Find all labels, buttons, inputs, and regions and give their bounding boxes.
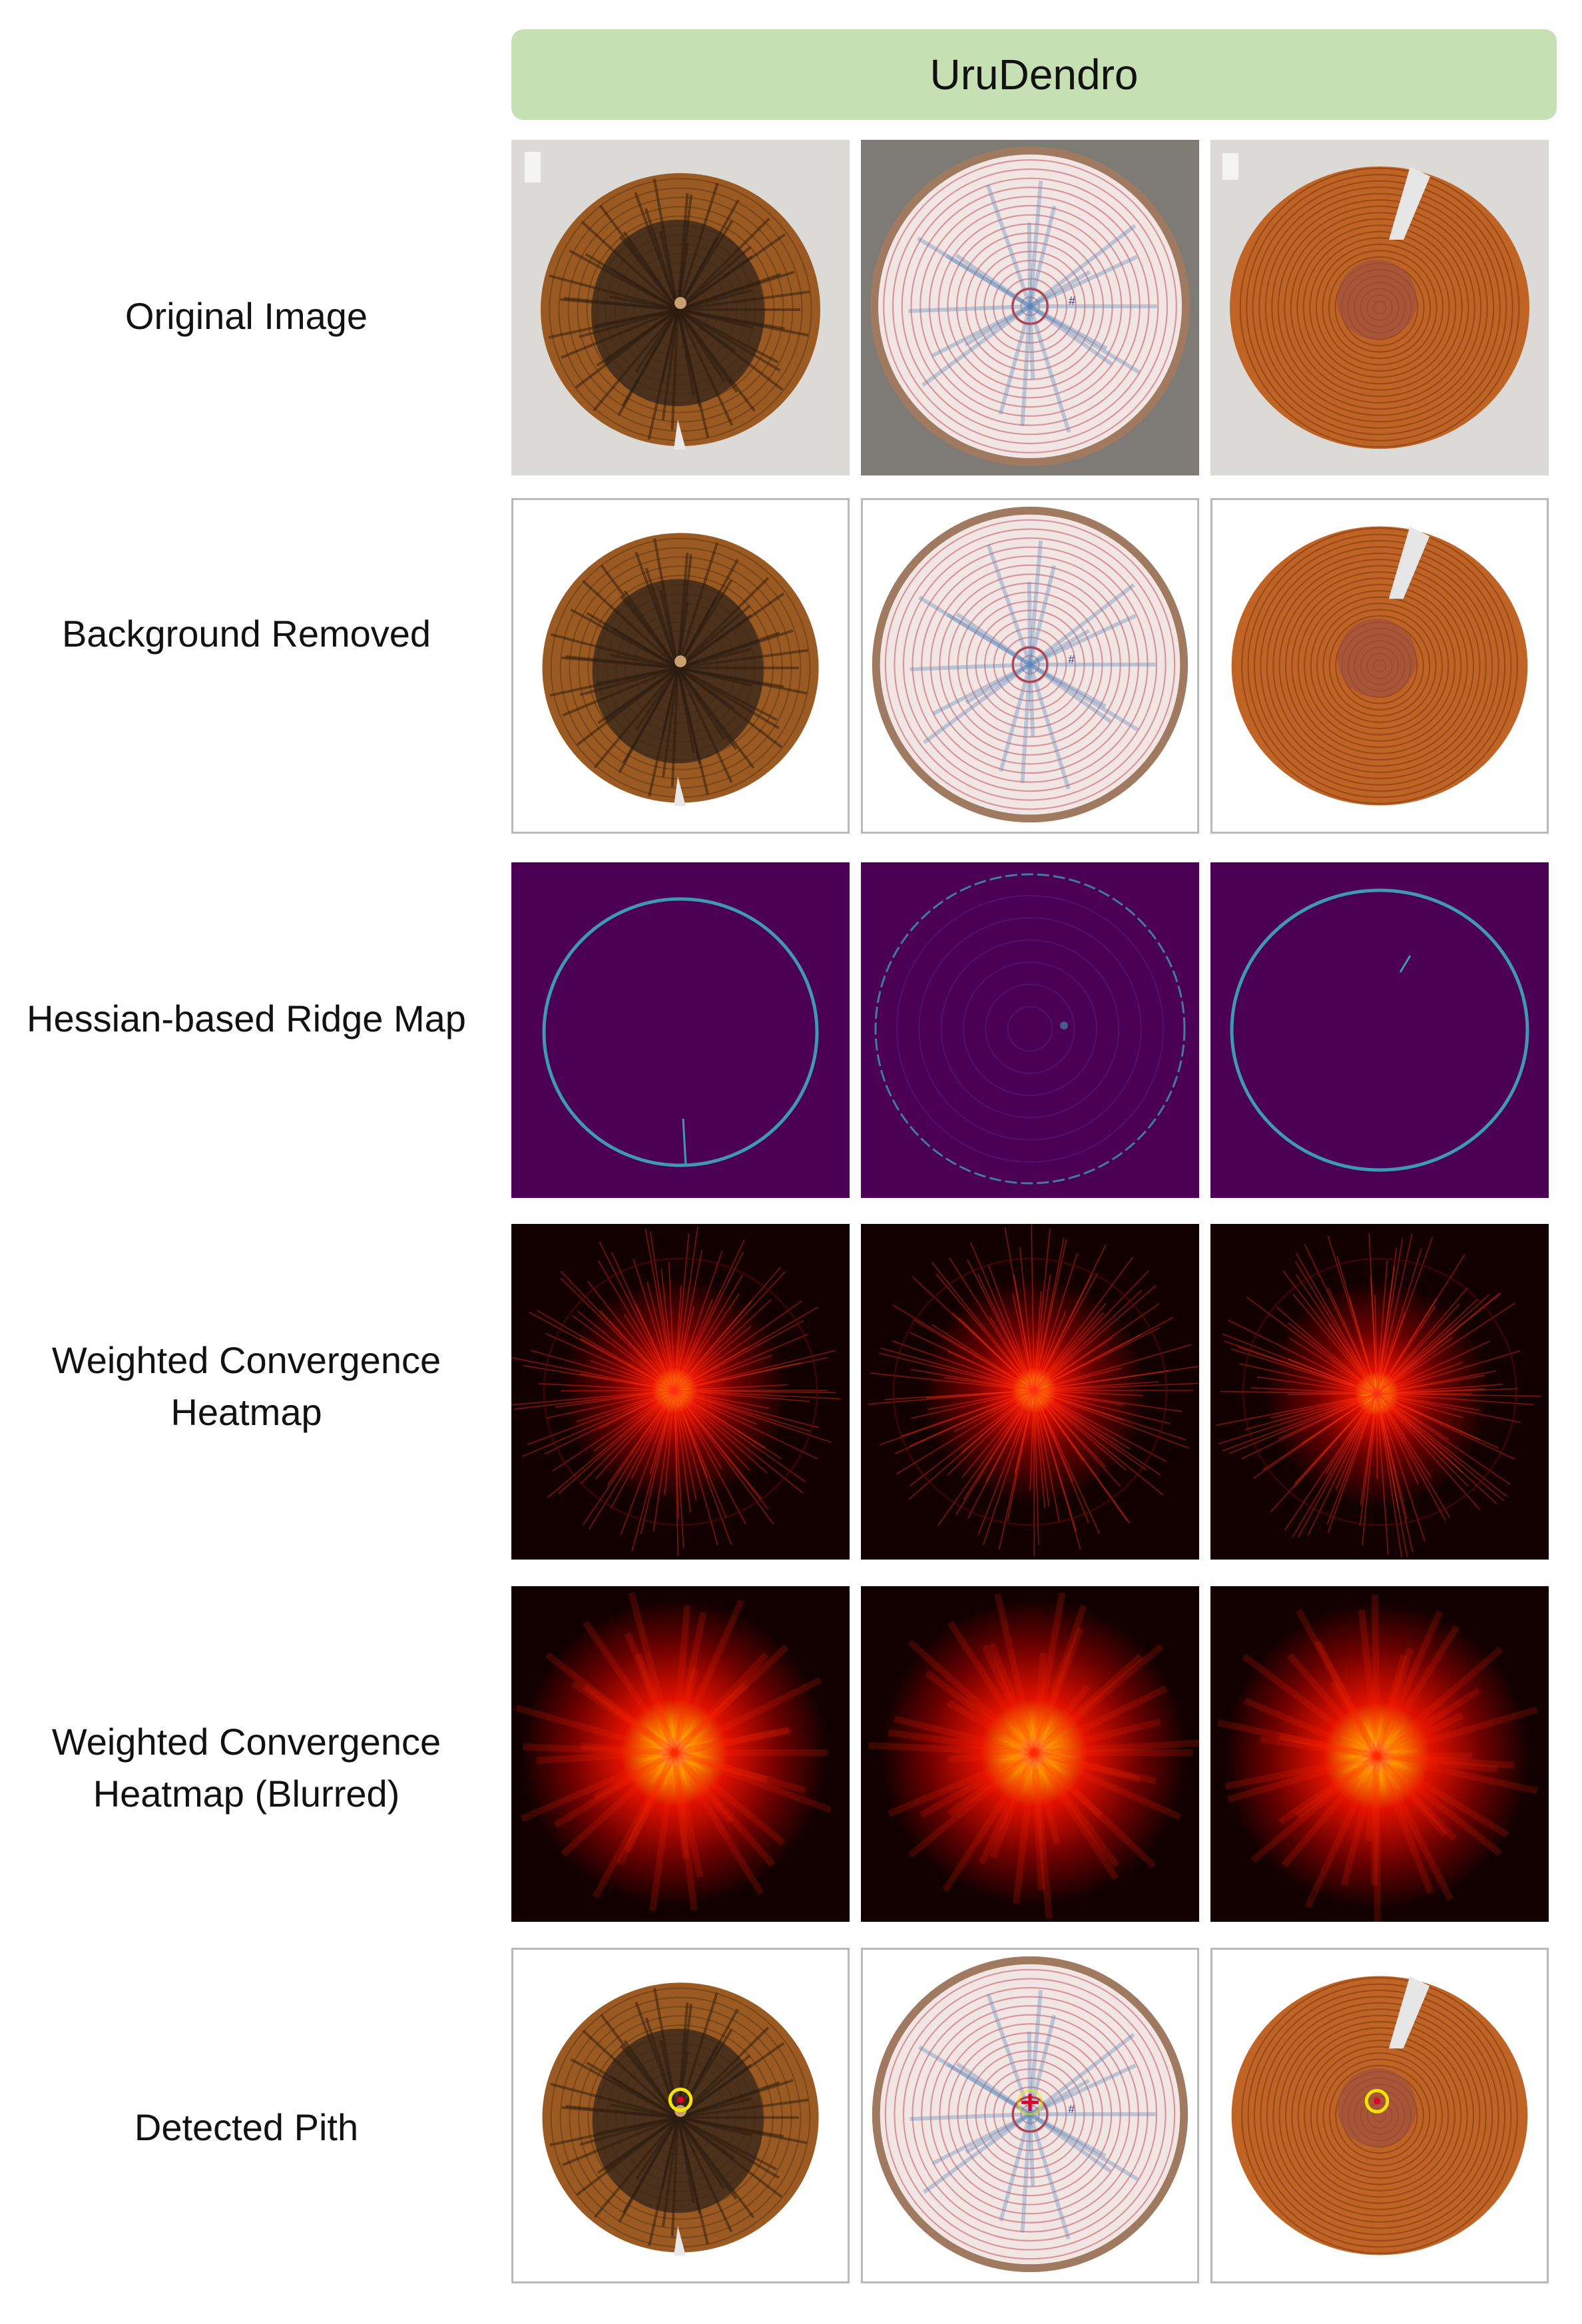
convergence-heatmap-blurred-image xyxy=(511,1586,850,1922)
convergence-heatmap-blurred-image xyxy=(1210,1586,1549,1922)
row-label-original: Original Image xyxy=(125,295,368,337)
convergence-heatmap-blurred-image xyxy=(861,1586,1199,1922)
ridge-map-image xyxy=(1210,862,1549,1198)
convergence-heatmap-sample-3 xyxy=(1210,1224,1549,1560)
original-image-image xyxy=(511,140,850,475)
svg-text:#: # xyxy=(1068,2102,1075,2116)
ridge-map-image xyxy=(861,862,1199,1198)
convergence-heatmap-blurred-sample-3 xyxy=(1210,1586,1549,1922)
detected-pith-sample-2: # xyxy=(861,1948,1199,2283)
row-label-heatmap-blurred: Weighted Convergence Heatmap (Blurred) xyxy=(51,1721,441,1815)
original-image-sample-1 xyxy=(511,140,850,475)
detected-pith-image xyxy=(1212,1950,1547,2281)
original-image-sample-3 xyxy=(1210,140,1549,475)
ridge-map-sample-3 xyxy=(1210,862,1549,1198)
detected-pith-sample-3 xyxy=(1210,1948,1549,2283)
header-title: UruDendro xyxy=(929,51,1139,99)
ridge-map-sample-2 xyxy=(861,862,1199,1198)
svg-text:#: # xyxy=(1069,294,1075,308)
background-removed-sample-3 xyxy=(1210,498,1549,834)
row-label-background-removed: Background Removed xyxy=(61,613,431,655)
convergence-heatmap-sample-2 xyxy=(861,1224,1199,1560)
svg-text:#: # xyxy=(1068,653,1075,666)
detected-pith-sample-1 xyxy=(511,1948,850,2283)
background-removed-image: # xyxy=(863,500,1197,832)
convergence-heatmap-sample-1 xyxy=(511,1224,850,1560)
convergence-heatmap-image xyxy=(1210,1224,1549,1560)
convergence-heatmap-image xyxy=(511,1224,850,1560)
original-image-sample-2: # xyxy=(861,140,1199,475)
original-image-image xyxy=(1210,140,1549,475)
background-removed-sample-1 xyxy=(511,498,850,834)
convergence-heatmap-blurred-sample-2 xyxy=(861,1586,1199,1922)
detected-pith-image: # xyxy=(863,1950,1197,2281)
background-removed-sample-2: # xyxy=(861,498,1199,834)
row-label-detected-pith: Detected Pith xyxy=(134,2106,359,2148)
uru-dendro-header: UruDendro xyxy=(511,29,1557,120)
row-label-heatmap: Weighted Convergence Heatmap xyxy=(51,1339,441,1433)
convergence-heatmap-blurred-sample-1 xyxy=(511,1586,850,1922)
detected-pith-image xyxy=(513,1950,848,2281)
convergence-heatmap-image xyxy=(861,1224,1199,1560)
background-removed-image xyxy=(513,500,848,832)
background-removed-image xyxy=(1212,500,1547,832)
row-label-ridge-map: Hessian-based Ridge Map xyxy=(27,998,466,1039)
ridge-map-image xyxy=(511,862,850,1198)
ridge-map-sample-1 xyxy=(511,862,850,1198)
original-image-image: # xyxy=(861,140,1199,475)
